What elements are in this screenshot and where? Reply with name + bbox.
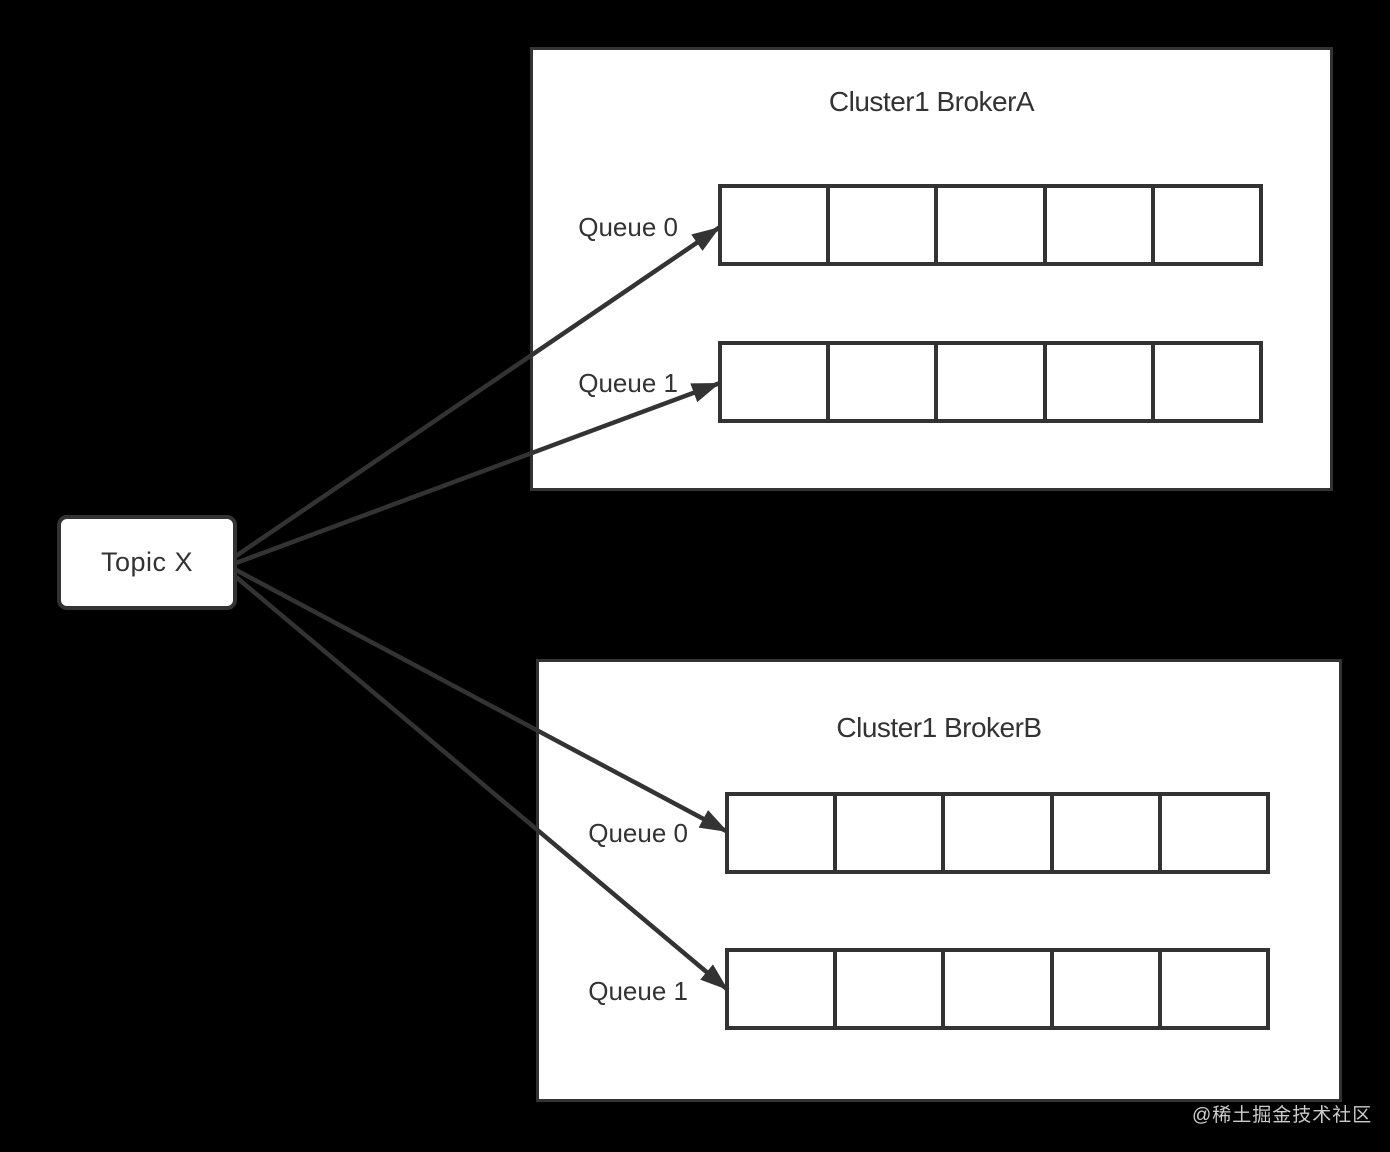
queue-cell: [830, 188, 939, 262]
queue-cell: [837, 952, 946, 1026]
queue-cell: [1047, 188, 1155, 262]
broker-a-box: Cluster1 BrokerA Queue 0 Queue 1: [530, 47, 1333, 491]
broker-b-queue-1-row: [725, 948, 1270, 1030]
queue-cell: [945, 952, 1054, 1026]
broker-a-queue-1-label: Queue 1: [578, 368, 678, 398]
watermark-text: @稀土掘金技术社区: [1192, 1105, 1373, 1126]
broker-b-box: Cluster1 BrokerB Queue 0 Queue 1: [536, 659, 1342, 1102]
broker-b-queue-0-label: Queue 0: [588, 818, 688, 848]
queue-cell: [938, 345, 1047, 419]
queue-cell: [945, 796, 1054, 870]
queue-cell: [1054, 796, 1162, 870]
broker-a-queue-0-row: [718, 184, 1263, 266]
broker-b-title: Cluster1 BrokerB: [836, 712, 1042, 743]
queue-cell: [729, 952, 838, 1026]
queue-cell: [1155, 345, 1259, 419]
queue-cell: [1054, 952, 1162, 1026]
queue-cell: [729, 796, 838, 870]
queue-cell: [722, 188, 831, 262]
queue-cell: [830, 345, 939, 419]
broker-a-queue-0-label: Queue 0: [578, 212, 678, 242]
queue-cell: [1047, 345, 1155, 419]
broker-b-queue-1-label: Queue 1: [588, 976, 688, 1006]
broker-a-title: Cluster1 BrokerA: [828, 86, 1035, 117]
broker-a-queue-1-row: [718, 341, 1263, 423]
queue-cell: [722, 345, 831, 419]
queue-cell: [1162, 952, 1266, 1026]
queue-cell: [1155, 188, 1259, 262]
queue-cell: [837, 796, 946, 870]
topic-x-box: Topic X: [57, 515, 237, 610]
queue-cell: [938, 188, 1047, 262]
topic-x-label: Topic X: [100, 547, 194, 577]
queue-cell: [1162, 796, 1266, 870]
broker-b-queue-0-row: [725, 792, 1270, 874]
